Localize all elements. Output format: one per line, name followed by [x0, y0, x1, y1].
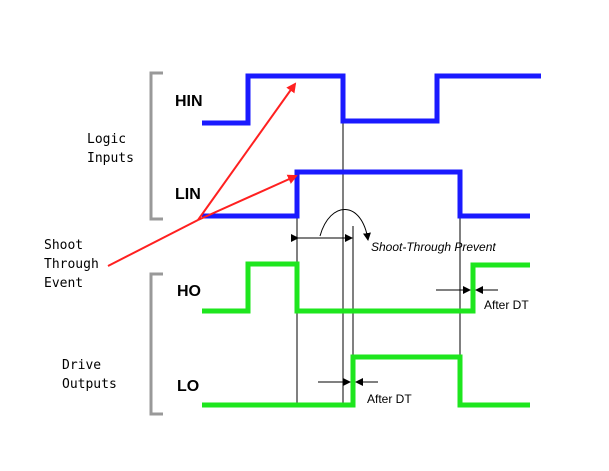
prevent-curved-arrow	[319, 209, 371, 241]
shoot-through-prevent-label: Shoot-Through Prevent	[371, 240, 496, 254]
arrow-to-hin-rise	[197, 82, 297, 221]
lin-trace	[202, 169, 530, 219]
shoot-through-label-line3: Event	[44, 276, 83, 291]
drive-outputs-bracket	[149, 272, 163, 416]
logic-inputs-label-line2: Inputs	[87, 151, 134, 166]
logic-inputs-label-line1: Logic	[87, 132, 126, 147]
drive-outputs-label-line1: Drive	[62, 358, 101, 373]
after-dt-lo-label: After DT	[367, 392, 412, 406]
drive-outputs-label-line2: Outputs	[62, 377, 117, 392]
lo-trace	[202, 354, 530, 408]
shoot-through-pointer-line	[107, 219, 199, 267]
lin-label: LIN	[175, 186, 201, 203]
lo-label: LO	[177, 378, 199, 395]
shoot-through-label-line1: Shoot	[44, 238, 83, 253]
shoot-through-label-line2: Through	[44, 257, 99, 272]
after-dt-ho-label: After DT	[484, 298, 529, 312]
arrow-to-lin-rise	[197, 174, 298, 221]
ho-label: HO	[177, 283, 201, 300]
hin-trace	[202, 73, 541, 126]
hin-label: HIN	[175, 93, 203, 110]
logic-inputs-bracket	[149, 71, 163, 221]
ho-trace	[202, 261, 530, 314]
